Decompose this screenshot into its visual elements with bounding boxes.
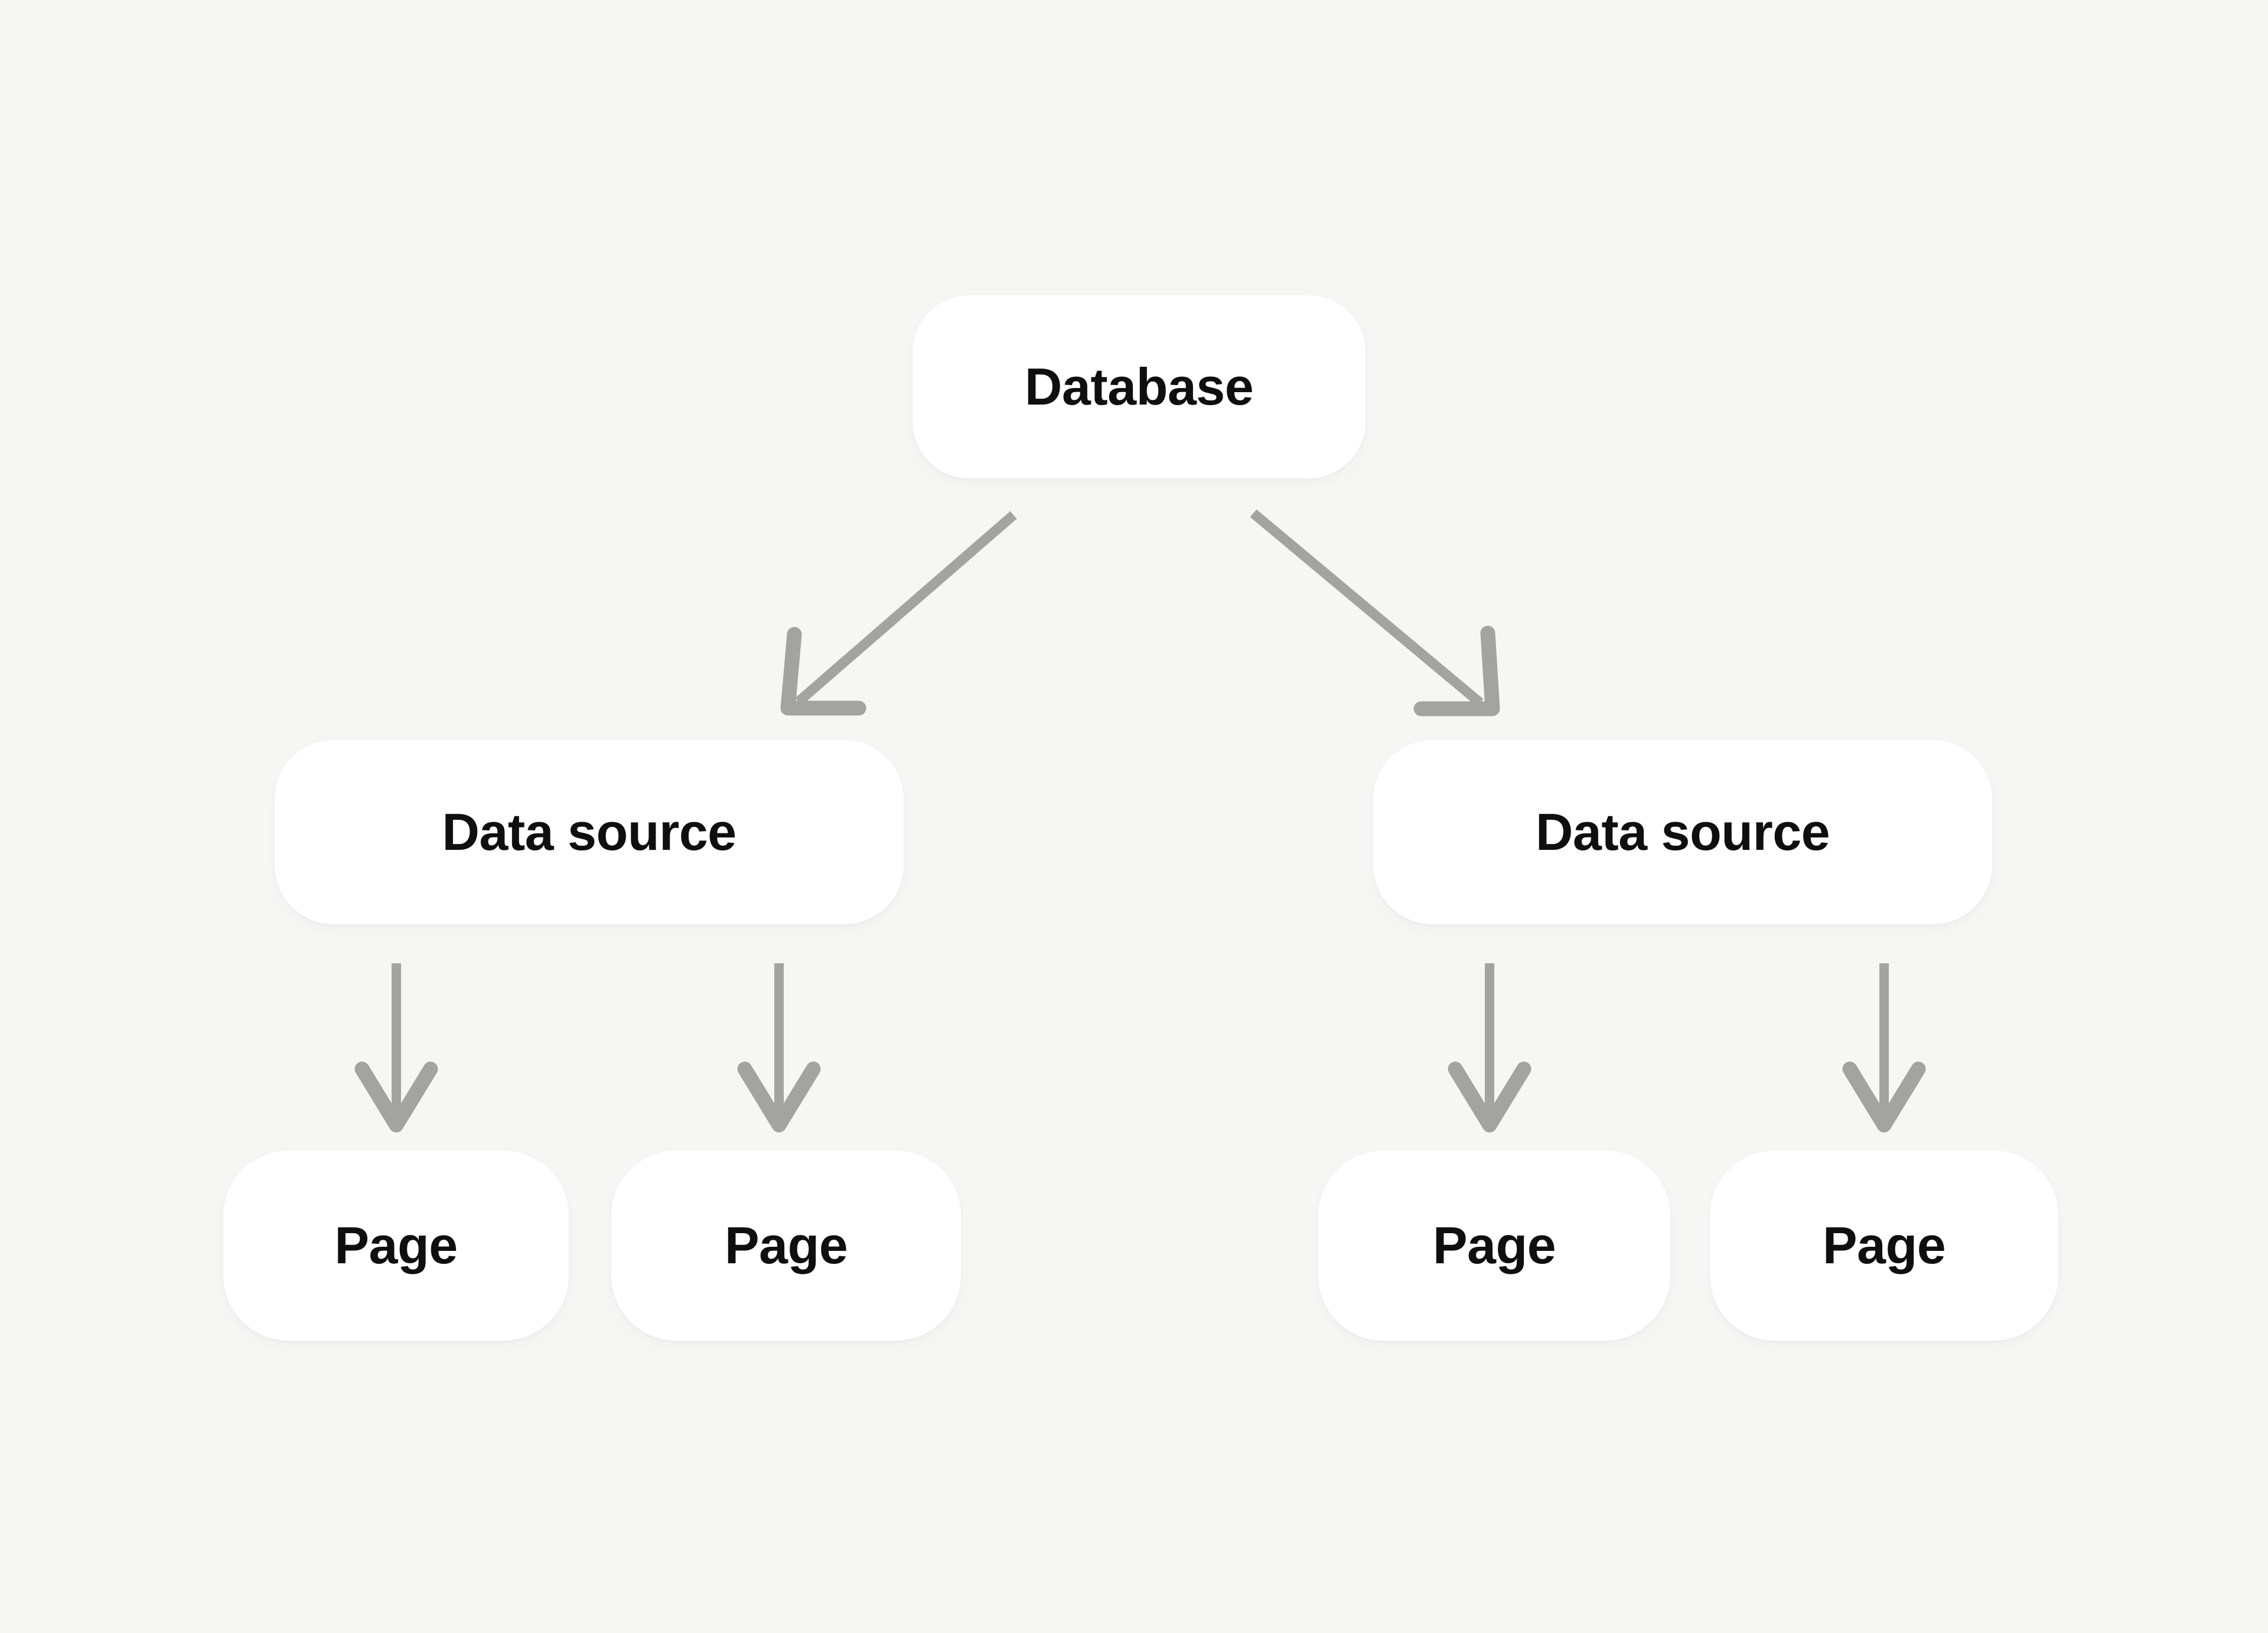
node-data-source-left-label: Data source [442, 803, 737, 861]
node-page-1-label: Page [334, 1216, 458, 1275]
node-page-4[interactable]: Page [1710, 1150, 2058, 1341]
node-database-label: Database [1024, 357, 1254, 416]
node-page-2[interactable]: Page [611, 1150, 961, 1341]
node-page-3-label: Page [1432, 1216, 1556, 1275]
node-data-source-right[interactable]: Data source [1373, 740, 1992, 924]
edge-datasource-left-to-page-1-arrow [354, 963, 438, 1133]
node-data-source-right-label: Data source [1535, 803, 1830, 861]
edge-database-to-datasource-right-arrow [1250, 509, 1500, 716]
node-data-source-left[interactable]: Data source [275, 740, 904, 924]
node-database[interactable]: Database [913, 295, 1366, 478]
node-page-3[interactable]: Page [1318, 1150, 1670, 1341]
node-page-1[interactable]: Page [223, 1150, 569, 1341]
edge-database-to-datasource-left-arrow [780, 511, 1017, 716]
edge-datasource-right-to-page-4-arrow [1842, 963, 1926, 1133]
node-page-4-label: Page [1822, 1216, 1946, 1275]
node-page-2-label: Page [724, 1216, 848, 1275]
edge-datasource-right-to-page-3-arrow [1448, 963, 1531, 1133]
edge-datasource-left-to-page-2-arrow [737, 963, 821, 1133]
